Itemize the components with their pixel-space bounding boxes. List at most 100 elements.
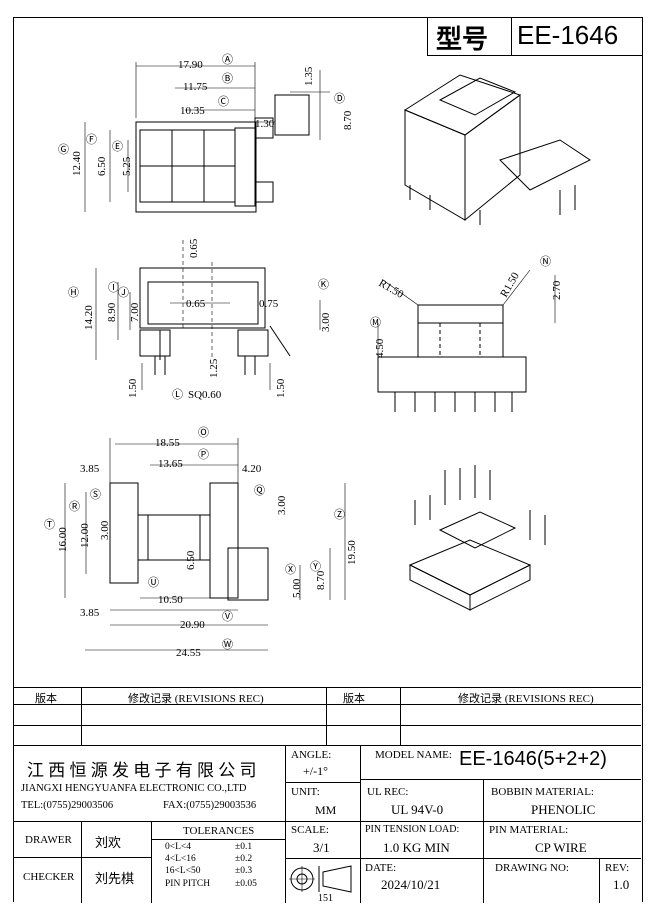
top-view (84, 62, 330, 213)
ul-rec-label: UL REC: (367, 786, 409, 798)
dim-marker: Ⓐ (222, 53, 233, 66)
tolerance-range: 16<L<50 (165, 866, 201, 876)
dim-label: 3.00 (276, 495, 288, 515)
dim-label: 1.50 (275, 378, 287, 398)
company-name-cn: 江 西 恒 源 发 电 子 有 限 公 司 (27, 761, 257, 780)
dim-label: 24.55 (176, 647, 201, 659)
model-title-value: EE-1646 (517, 20, 619, 50)
front-view (95, 240, 321, 390)
dim-marker: Ⓨ (310, 560, 321, 573)
isometric-view-top (403, 74, 591, 225)
rev-col-record-2: 修改记录 (REVISIONS REC) (458, 693, 594, 705)
dim-label: 8.70 (342, 110, 354, 130)
dim-label: 3.85 (80, 607, 100, 619)
tolerances-label: TOLERANCES (183, 825, 255, 837)
dim-label: 5.25 (121, 156, 133, 176)
scale-label: SCALE: (291, 824, 329, 836)
dim-marker: Ⓘ (108, 281, 119, 294)
dim-label: 1.25 (208, 358, 220, 378)
model-title-box: 型号 EE-1646 (427, 17, 642, 56)
drawer-name: 刘欢 (95, 835, 122, 850)
company-tel: TEL:(0755)29003506 (21, 800, 114, 811)
company-fax: FAX:(0755)29003536 (163, 800, 257, 811)
dim-label: 18.55 (155, 437, 180, 449)
tolerance-value: ±0.05 (235, 879, 257, 889)
tolerance-value: ±0.3 (235, 866, 253, 876)
dim-label: 4.50 (374, 338, 386, 358)
dim-marker: Ⓤ (148, 576, 159, 589)
drawer-label: DRAWER (25, 834, 72, 846)
dim-label: 3.00 (320, 312, 332, 332)
drawing-border (13, 17, 643, 902)
bobbin-material-value: PHENOLIC (531, 802, 596, 817)
pin-material-label: PIN MATERIAL: (489, 824, 569, 836)
unit-value: MM (315, 803, 337, 817)
pin-tension-label: PIN TENSION LOAD: (365, 824, 460, 835)
dim-marker: Ⓧ (285, 563, 296, 576)
drawing-no-label: DRAWING NO: (495, 862, 569, 874)
bottom-view (64, 438, 346, 651)
model-name-value: EE-1646(5+2+2) (459, 748, 607, 770)
dim-label: R1.50 (377, 277, 406, 301)
dim-label: SQ0.60 (188, 389, 222, 401)
dim-marker: Ⓣ (44, 518, 55, 531)
dim-label: 10.35 (180, 105, 205, 117)
dim-label: 0.65 (188, 238, 200, 258)
dim-label: 3.00 (99, 520, 111, 540)
dim-label: 4.20 (242, 463, 262, 475)
date-value: 2024/10/21 (381, 877, 441, 892)
dim-marker: Ⓝ (540, 255, 551, 268)
rev-col-version-2: 版本 (343, 693, 365, 705)
dim-label: 1.50 (127, 378, 139, 398)
dim-marker: Ⓩ (334, 508, 345, 521)
tolerance-value: ±0.1 (235, 842, 253, 852)
dim-label: 20.90 (180, 619, 205, 631)
dim-label: 19.50 (346, 540, 358, 565)
dim-marker: Ⓗ (68, 286, 79, 299)
dim-marker: Ⓙ (118, 286, 129, 299)
dim-label: 11.75 (183, 81, 208, 93)
model-name-label: MODEL NAME: (375, 749, 452, 761)
dim-label: 6.50 (185, 550, 197, 570)
rev-col-version: 版本 (35, 693, 57, 705)
dim-label: 1.30 (255, 118, 275, 130)
company-name-en: JIANGXI HENGYUANFA ELECTRONIC CO.,LTD (21, 783, 247, 794)
dim-label: 1.35 (303, 66, 315, 86)
dim-marker: Ⓞ (198, 426, 209, 439)
dim-marker: Ⓠ (254, 484, 265, 497)
angle-label: ANGLE: (291, 749, 332, 761)
model-title-label: 型号 (436, 24, 489, 54)
revisions-table: 版本 修改记录 (REVISIONS REC) 版本 修改记录 (REVISIO… (13, 687, 641, 746)
rev-value: 1.0 (613, 877, 630, 892)
dim-marker: Ⓢ (90, 488, 101, 501)
side-view (377, 269, 556, 412)
dim-label: 10.50 (158, 594, 183, 606)
tolerance-range: 0<L<4 (165, 842, 192, 852)
page-number: 151 (318, 893, 333, 904)
isometric-view-bottom (408, 465, 546, 611)
rev-label: REV: (605, 862, 630, 874)
projection-symbol-icon (289, 865, 352, 893)
bobbin-material-label: BOBBIN MATERIAL: (491, 786, 594, 798)
dim-marker: Ⓖ (58, 143, 69, 156)
dim-label: 13.65 (158, 458, 183, 470)
angle-value: +/-1° (303, 764, 328, 778)
tolerance-range: 4<L<16 (165, 854, 196, 864)
ul-rec-value: UL 94V-0 (391, 802, 444, 817)
dim-label: 3.85 (80, 463, 100, 475)
checker-name: 刘先棋 (95, 871, 135, 886)
dim-marker: Ⓡ (69, 500, 80, 513)
dim-marker: Ⓦ (222, 638, 233, 651)
dim-label: 5.00 (291, 578, 303, 598)
dim-label: 2.70 (551, 280, 563, 300)
dim-label: 0.65 (186, 298, 206, 310)
dim-label: 14.20 (83, 305, 95, 330)
dim-label: 8.70 (315, 570, 327, 590)
dim-marker: Ⓟ (198, 448, 209, 461)
dim-label: 8.90 (106, 302, 118, 322)
dim-label: 17.90 (178, 59, 203, 71)
dim-marker: Ⓔ (112, 140, 123, 153)
dim-label: 16.00 (57, 527, 69, 552)
dim-marker: Ⓕ (86, 133, 97, 146)
checker-label: CHECKER (23, 871, 75, 883)
